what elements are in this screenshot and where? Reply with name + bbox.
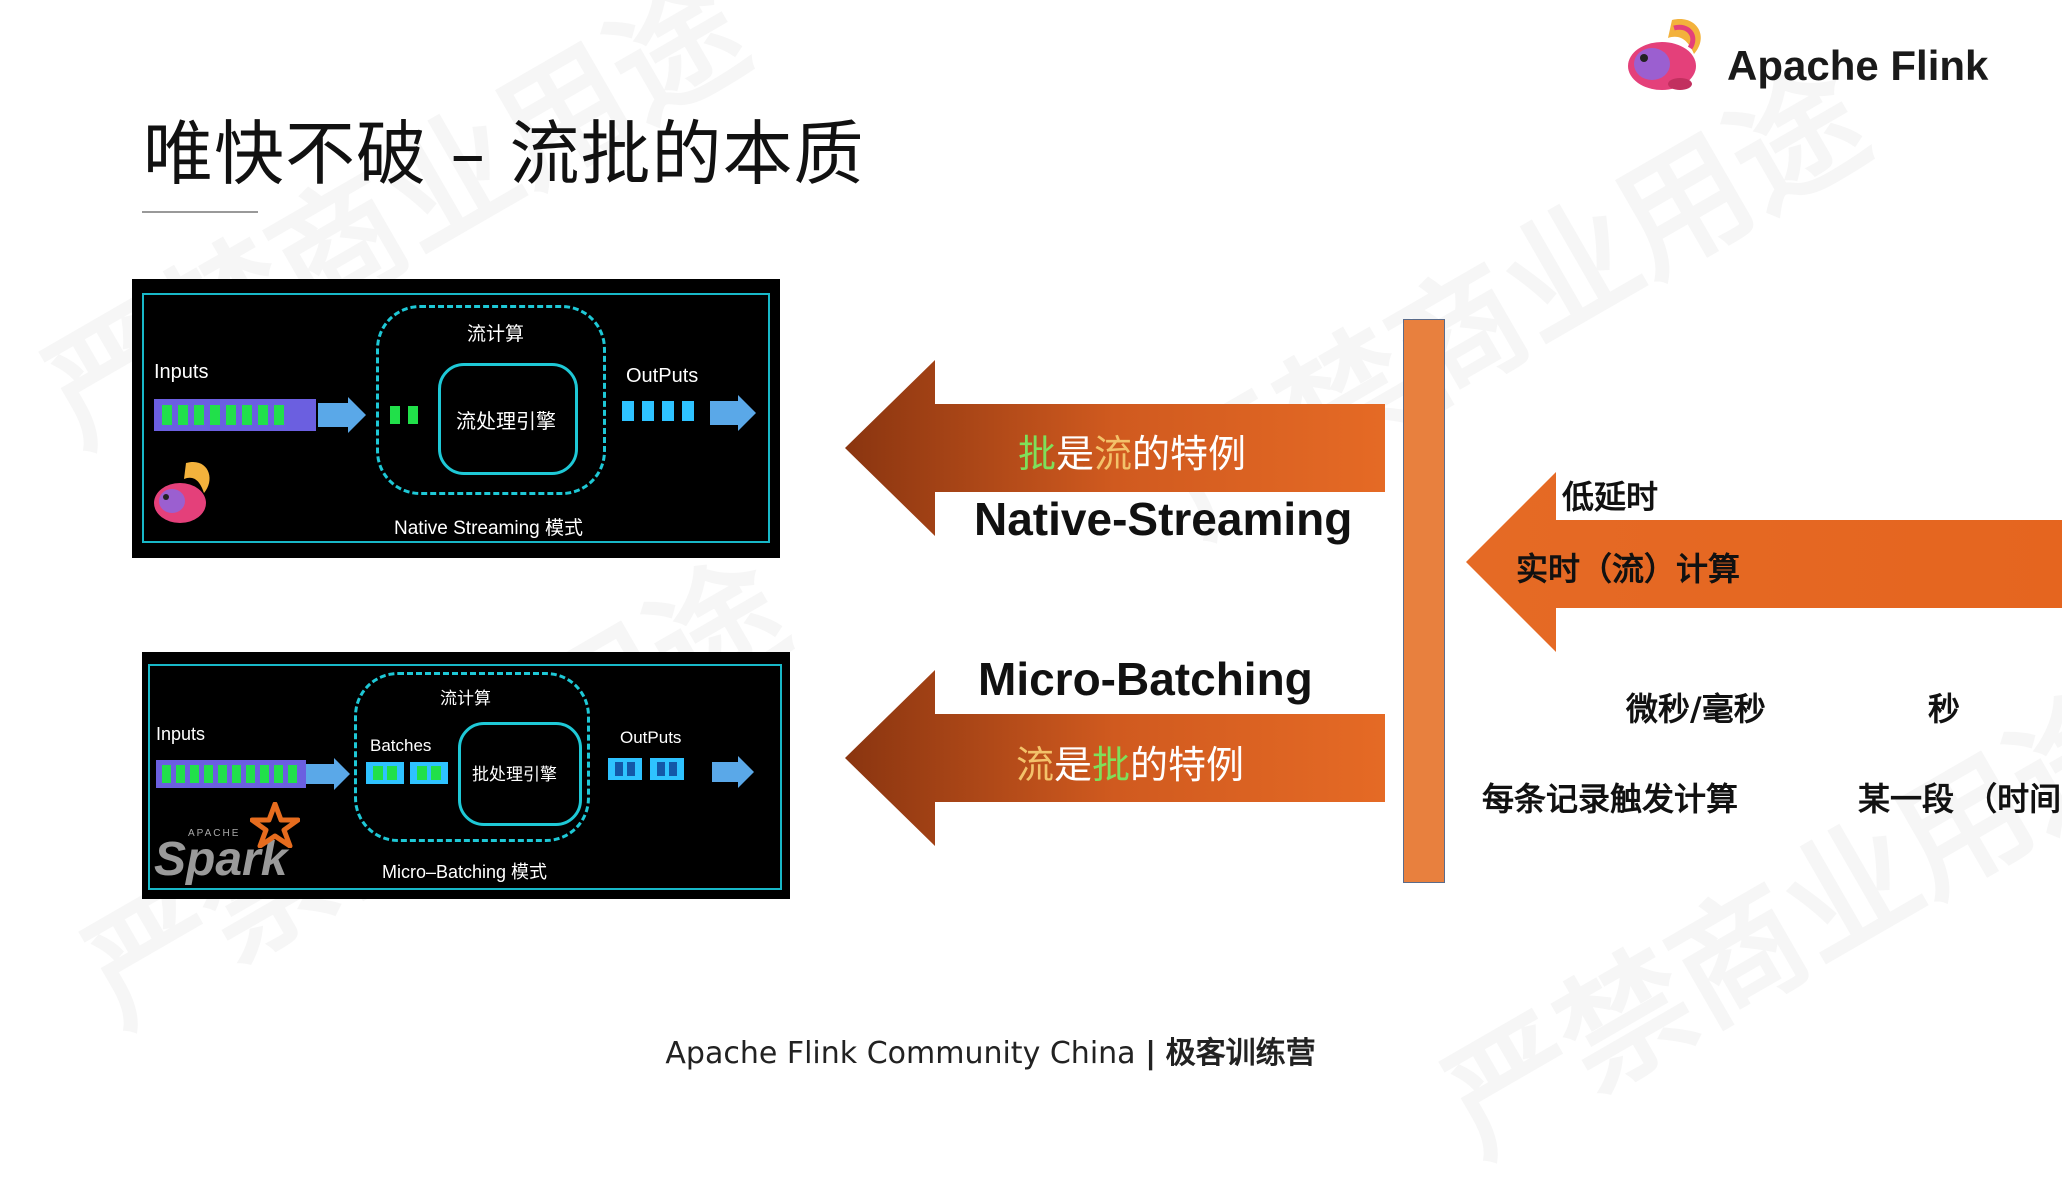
per-record-label: 每条记录触发计算 [1482,780,1739,818]
compute-label: 流计算 [467,324,525,345]
second-label: 秒 [1928,690,1961,728]
native-streaming-diagram: Inputs 流计算 流处理引擎 OutPuts Native Streamin… [132,279,780,558]
footer-camp: 极客训练营 [1165,1036,1316,1071]
low-latency-label: 低延时 [1562,478,1659,516]
arrow-left-bottom [845,670,1385,846]
word-special-case: 的特例 [1130,743,1245,787]
flow-arrow-icon [318,397,366,433]
microsecond-label: 微秒/毫秒 [1626,690,1766,728]
slide-title: 唯快不破 – 流批的本质 [143,113,865,195]
word-stream: 流 [1016,743,1055,787]
spark-star-icon [250,802,300,848]
footer-separator: | [1145,1036,1157,1071]
inputs-label: Inputs [154,361,209,383]
output-batches [608,758,684,780]
input-queue [154,399,316,431]
word-batch: 批 [1092,743,1131,787]
engine-label: 流处理引擎 [456,411,556,433]
word-batch: 批 [1018,432,1057,476]
divider-bar [1403,319,1445,883]
footer-community: Apache Flink Community China [665,1036,1136,1071]
output-stream [622,401,694,421]
squirrel-icon [154,461,210,523]
batches-label: Batches [370,736,432,755]
flow-arrow-icon [306,758,350,790]
arrow-top-label: 批是流的特例 [1018,423,1246,478]
native-streaming-label: Native-Streaming [974,493,1353,545]
flow-arrow-icon [712,756,754,788]
mode-caption: Native Streaming 模式 [394,518,584,539]
realtime-compute-label: 实时（流）计算 [1516,550,1741,588]
micro-batching-diagram: Inputs 流计算 Batches 批处理引擎 OutPuts APACHE … [142,652,790,899]
word-is: 是 [1056,432,1095,476]
word-special-case: 的特例 [1132,432,1247,476]
compute-label: 流计算 [440,689,491,708]
squirrel-icon [1628,18,1701,90]
arrow-left-top [845,360,1385,536]
spark-logo-small: APACHE [188,828,241,839]
flow-arrow-icon [710,395,756,431]
event-block-icon [408,406,418,424]
outputs-label: OutPuts [626,365,699,387]
micro-batching-label: Micro-Batching [978,653,1313,705]
arrow-bottom-label: 流是批的特例 [1016,734,1244,789]
engine-label: 批处理引擎 [472,765,557,784]
input-queue [156,760,306,788]
title-underline [142,211,258,213]
word-is: 是 [1054,743,1093,787]
flink-logo [1622,10,1710,94]
batch-block [366,762,404,784]
batch-block [410,762,448,784]
time-segment-label: 某一段 （时间 [1858,780,2062,818]
event-block-icon [390,406,400,424]
outputs-label: OutPuts [620,728,682,747]
logo-text: Apache Flink [1727,42,1989,89]
inputs-label: Inputs [156,724,206,744]
footer: Apache Flink Community China | 极客训练营 [0,1028,1981,1072]
word-stream: 流 [1094,432,1133,476]
mode-caption: Micro–Batching 模式 [382,862,548,882]
arrow-left-right [1466,472,2062,652]
